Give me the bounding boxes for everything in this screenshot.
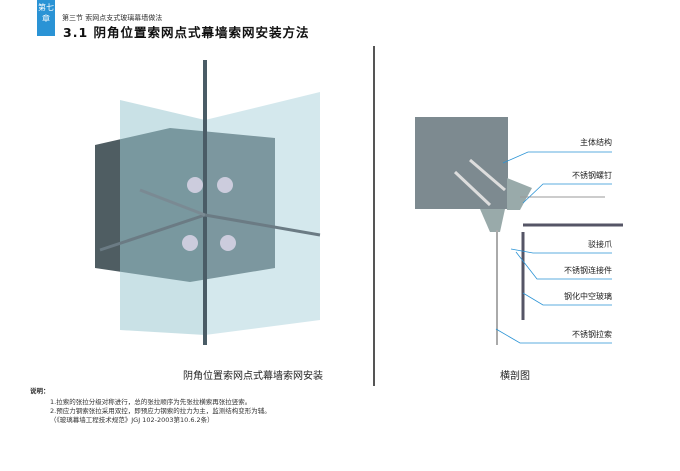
corner-cable-net-render xyxy=(95,60,321,345)
label-stainless-cable: 不锈钢拉索 xyxy=(572,330,612,339)
label-stainless-screw: 不锈钢螺钉 xyxy=(572,171,612,180)
page-title: 3.1 阴角位置索网点式幕墙索网安装方法 xyxy=(63,25,310,40)
label-main-structure: 主体结构 xyxy=(580,138,612,147)
note-line: 1.拉索的张拉分级对称进行，总的张拉顺序为先张拉横索再张拉竖索。 xyxy=(50,398,252,406)
label-stainless-connector: 不锈钢连接件 xyxy=(564,266,612,275)
label-tempered-insulated-glass: 钢化中空玻璃 xyxy=(564,292,612,301)
notes-heading: 说明： xyxy=(30,387,50,395)
note-line: 2.预应力钢索张拉采用双控，即预应力钢索的拉力为主，监测结构变形为辅。 xyxy=(50,407,271,415)
left-caption: 阴角位置索网点式幕墙索网安装 xyxy=(183,371,323,382)
note-line: （《玻璃幕墙工程技术规范》JGJ 102-2003第10.6.2条） xyxy=(50,416,214,424)
callout-lines xyxy=(495,151,612,344)
right-caption: 横剖图 xyxy=(500,371,530,382)
divider xyxy=(373,46,375,386)
cross-section-drawing xyxy=(415,117,623,345)
label-spider-claw: 驳接爪 xyxy=(588,240,612,249)
section-heading: 第三节 索网点支式玻璃幕墙做法 xyxy=(62,14,163,22)
chapter-badge: 第七章 xyxy=(37,0,55,36)
